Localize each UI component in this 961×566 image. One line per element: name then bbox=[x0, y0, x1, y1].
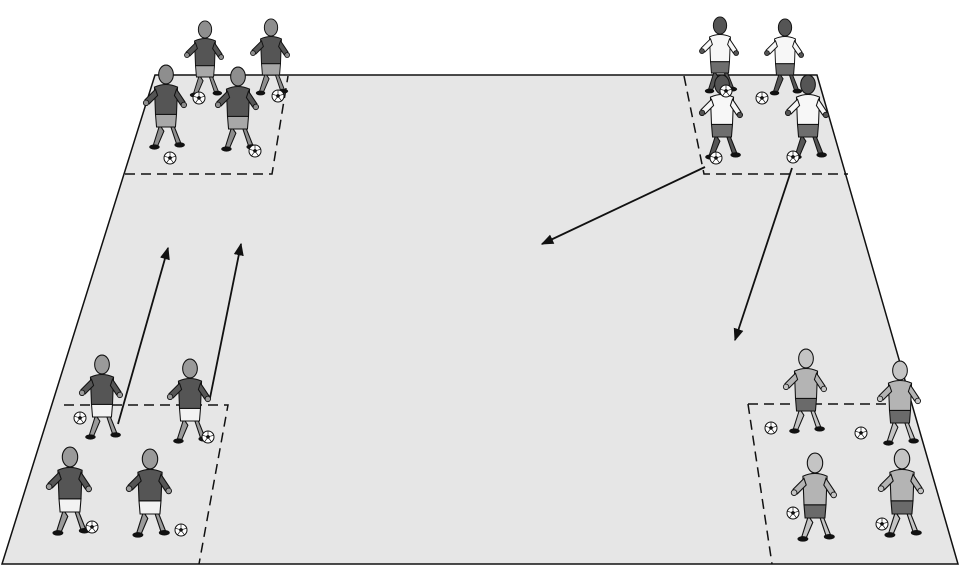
ball bbox=[764, 421, 778, 435]
ball bbox=[248, 144, 262, 158]
ball bbox=[85, 520, 99, 534]
ball bbox=[786, 150, 800, 164]
ball bbox=[201, 430, 215, 444]
ball bbox=[875, 517, 889, 531]
arrow-pass-center bbox=[540, 166, 706, 245]
ball bbox=[709, 151, 723, 165]
zone-bottom-left bbox=[64, 404, 229, 565]
ball bbox=[163, 151, 177, 165]
arrow-run-1 bbox=[117, 246, 170, 425]
ball bbox=[786, 506, 800, 520]
field-surface bbox=[0, 74, 959, 565]
arrow-run-2 bbox=[209, 242, 244, 399]
ball bbox=[73, 411, 87, 425]
ball bbox=[271, 89, 285, 103]
zone-bottom-right bbox=[747, 403, 909, 565]
ball bbox=[854, 426, 868, 440]
ball bbox=[755, 91, 769, 105]
zone-top-left bbox=[125, 75, 289, 175]
arrow-run-down bbox=[733, 167, 793, 342]
ball bbox=[174, 523, 188, 537]
ball bbox=[192, 91, 206, 105]
movement-arrows bbox=[117, 166, 793, 425]
zone-top-right bbox=[683, 75, 848, 175]
ball bbox=[719, 84, 733, 98]
